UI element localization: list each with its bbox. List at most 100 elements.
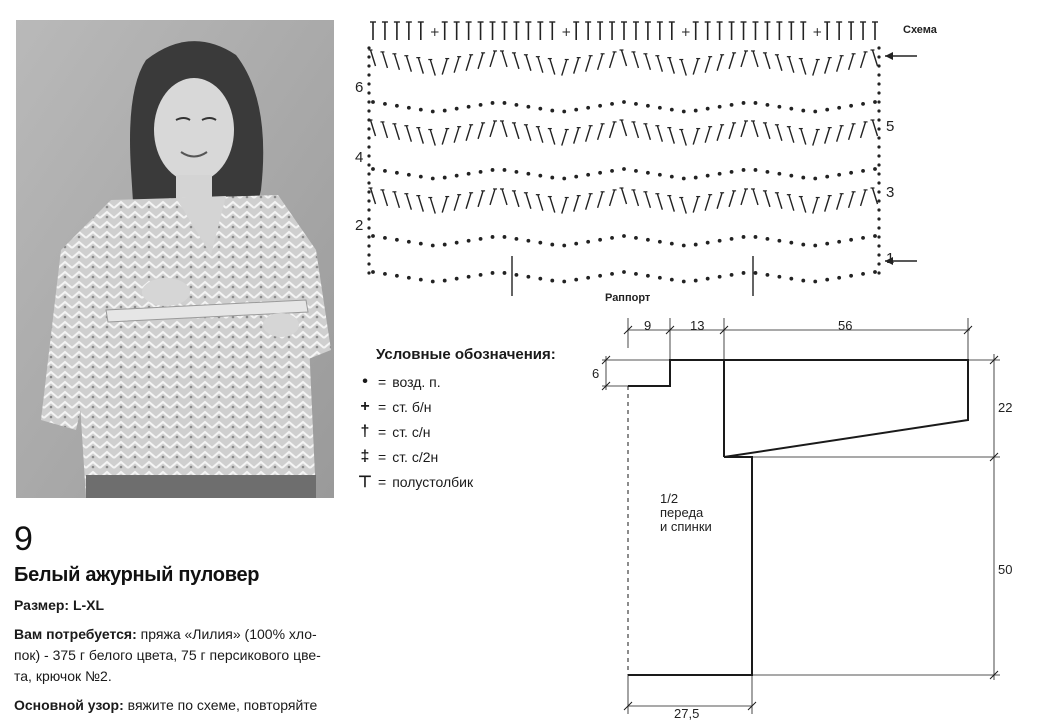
- chart-mark: [514, 169, 519, 174]
- chart-mark: [656, 193, 664, 210]
- chart-mark: [877, 253, 881, 257]
- chart-mark: [812, 197, 819, 214]
- chart-mark: [728, 52, 735, 70]
- chart-mark: [717, 274, 722, 279]
- chart-mark: [454, 240, 459, 245]
- chart-mark: [383, 272, 387, 276]
- chart-mark: [861, 169, 865, 173]
- chart-mark: [430, 176, 435, 181]
- chart-mark: [877, 64, 881, 68]
- chart-mark: [813, 243, 818, 248]
- chart-mark: [367, 109, 371, 113]
- dim-half-width: 27,5: [674, 706, 700, 721]
- row-number-4: 4: [355, 149, 364, 166]
- chart-mark: [586, 105, 591, 110]
- chart-mark: [812, 129, 819, 146]
- chart-mark: [393, 191, 401, 209]
- chart-mark: [717, 238, 722, 243]
- chart-mark: [669, 107, 674, 112]
- chart-mark: [371, 100, 375, 104]
- chart-mark: [877, 190, 881, 194]
- chart-mark: [825, 277, 830, 282]
- chart-mark: [717, 104, 722, 109]
- chart-mark: [441, 128, 448, 145]
- chart-mark: [777, 104, 782, 109]
- chart-mark: [634, 272, 638, 276]
- chart-mark: [573, 57, 580, 74]
- chart-mark: [764, 122, 771, 140]
- chart-mark: [367, 226, 371, 230]
- chart-mark: [692, 58, 699, 75]
- chart-mark: [584, 125, 592, 142]
- chart-mark: [776, 192, 783, 209]
- chart-mark: [681, 279, 686, 284]
- chart-mark: [550, 278, 555, 283]
- size-line: Размер: L-XL: [14, 595, 344, 616]
- double-crochet-icon: †: [360, 422, 370, 440]
- chart-mark: [383, 236, 387, 240]
- chart-mark: [752, 50, 759, 68]
- chart-mark: [837, 105, 842, 110]
- chart-mark: [681, 109, 686, 114]
- schema-label: 1/2 переда и спинки: [660, 492, 712, 534]
- chart-mark: [395, 170, 399, 175]
- half-double-crochet-icon: ⊤: [358, 473, 372, 491]
- chart-mark: [824, 57, 831, 74]
- chart-mark: [586, 172, 591, 177]
- chart-mark: [561, 129, 568, 146]
- chart-mark: [644, 53, 652, 71]
- chart-mark: [877, 271, 881, 275]
- chart-mark: [705, 173, 710, 178]
- chart-mark: +: [812, 25, 822, 39]
- chart-mark: [538, 106, 543, 111]
- legend-row-tr: ‡ = ст. с/2н: [356, 444, 616, 469]
- chart-mark: [752, 188, 759, 206]
- chart-mark: [753, 168, 758, 172]
- chart-mark: [657, 172, 662, 177]
- chart-title: Схема: [903, 24, 937, 36]
- chart-mark: [395, 103, 399, 108]
- dim-sleeve-height: 22: [998, 400, 1013, 415]
- chart-mark: [634, 236, 638, 240]
- chart-mark: [367, 136, 371, 140]
- chart-mark: [550, 108, 555, 113]
- chart-mark: [646, 237, 650, 242]
- chart-mark: [877, 154, 881, 158]
- chart-mark: [877, 109, 881, 113]
- chart-mark: [680, 197, 687, 214]
- chart-mark: [367, 271, 371, 275]
- chart-mark: [429, 197, 436, 214]
- chart-mark: [849, 273, 853, 278]
- chart-mark: [598, 170, 602, 175]
- chart-mark: [369, 119, 377, 137]
- chart-mark: [442, 108, 447, 113]
- chart-mark: [596, 53, 604, 71]
- crochet-chart: ++++ Схема Раппорт 6 4 2 5 3 1: [355, 8, 945, 308]
- chart-mark: [776, 124, 783, 141]
- schema-label-fraction: 1/2: [660, 491, 679, 506]
- chart-mark: [490, 168, 495, 172]
- chart-mark: [405, 55, 413, 72]
- chart-mark: +: [430, 25, 440, 39]
- chart-mark: [562, 243, 567, 248]
- chart-mark: [669, 174, 674, 179]
- chart-mark: [574, 174, 579, 179]
- chart-mark: [417, 195, 424, 212]
- chart-mark: [877, 145, 881, 149]
- chart-mark: [849, 103, 853, 108]
- chart-mark: [453, 194, 460, 211]
- chart-mark: [367, 73, 371, 77]
- chart-mark: [646, 170, 650, 175]
- chart-mark: [800, 196, 807, 213]
- chart-mark: [622, 100, 626, 104]
- chart-mark: [502, 235, 507, 239]
- chart-mark: [418, 277, 423, 282]
- chart-mark: [586, 239, 591, 244]
- chart-mark: [861, 236, 865, 240]
- chart-mark: [877, 217, 881, 221]
- chart-mark: [367, 64, 371, 68]
- chart-mark: [765, 102, 770, 107]
- chart-mark: [877, 181, 881, 185]
- chart-mark: [765, 169, 770, 174]
- chart-mark: [871, 49, 879, 67]
